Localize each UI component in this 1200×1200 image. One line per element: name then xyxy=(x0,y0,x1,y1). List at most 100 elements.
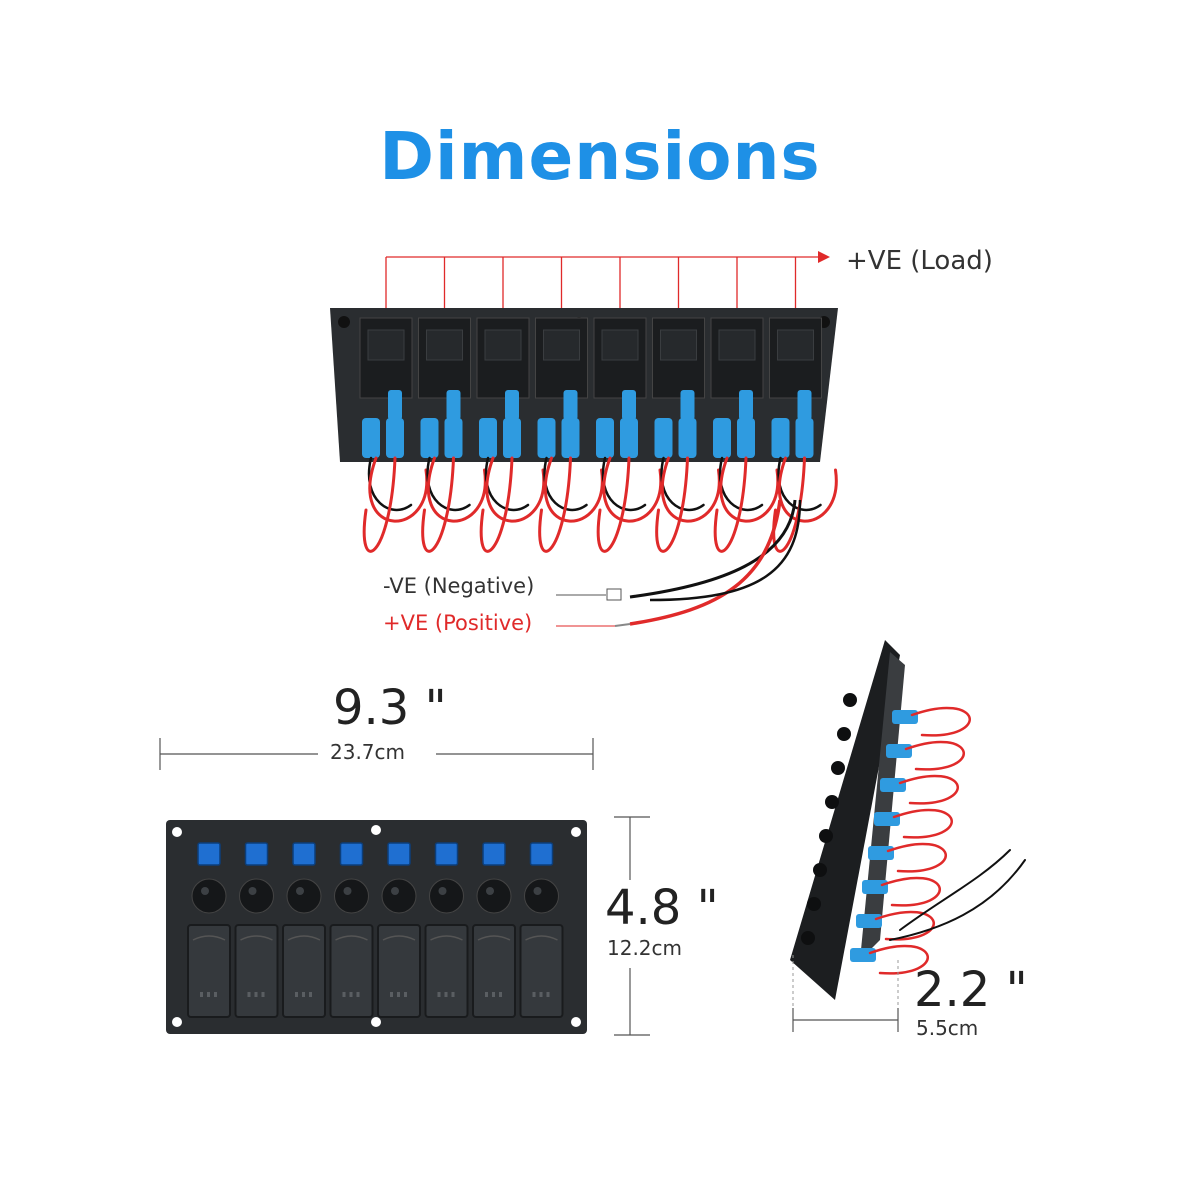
indicator-light xyxy=(529,842,554,866)
rocker-marker xyxy=(342,992,346,997)
knob-highlight xyxy=(533,887,542,895)
breaker-knob xyxy=(807,897,821,911)
circuit-breaker-button xyxy=(286,878,322,914)
circuit-breaker-button xyxy=(429,878,464,914)
rocker-switch xyxy=(472,924,516,1018)
indicator-light xyxy=(244,842,269,866)
breaker-knob xyxy=(819,829,833,843)
terminal-connector xyxy=(537,418,556,458)
negative-lead-wire xyxy=(629,499,797,599)
mount-hole xyxy=(338,316,350,328)
indicator-light xyxy=(434,842,459,866)
knob-highlight xyxy=(438,887,447,895)
rocker-marker xyxy=(437,992,441,997)
rocker-switch xyxy=(234,924,279,1018)
indicator-light xyxy=(339,842,364,866)
knob-highlight xyxy=(201,887,209,895)
width-cm: 23.7cm xyxy=(330,740,406,764)
power-wire xyxy=(426,456,487,523)
terminal-connector xyxy=(795,418,814,458)
terminal-connector xyxy=(739,390,753,420)
power-wire xyxy=(368,456,429,523)
rocker-marker xyxy=(485,992,488,997)
circuit-breaker-button xyxy=(334,878,369,914)
indicator-light xyxy=(292,842,316,866)
ground-wire xyxy=(777,456,822,512)
power-wire xyxy=(904,740,965,771)
rocker-marker xyxy=(254,992,258,997)
switch-contact xyxy=(367,329,405,361)
rocker-marker xyxy=(451,992,455,997)
rocker-contour xyxy=(287,935,321,941)
rocker-marker xyxy=(214,992,217,997)
power-wire xyxy=(719,456,780,523)
power-wire xyxy=(543,456,604,523)
terminal-connector xyxy=(388,390,402,420)
ground-wire xyxy=(367,456,413,512)
positive-lead-wire xyxy=(629,499,782,626)
power-wire xyxy=(602,456,663,523)
rocker-contour xyxy=(240,935,273,941)
circuit-breaker-button xyxy=(191,878,227,914)
terminal-connector xyxy=(886,744,912,758)
ground-wire xyxy=(889,859,1026,941)
terminal-connector xyxy=(503,418,521,458)
power-wire xyxy=(898,774,959,805)
terminal-connector xyxy=(737,418,755,458)
terminal-connector xyxy=(444,418,463,458)
knob-highlight xyxy=(248,887,257,895)
power-wire xyxy=(655,456,689,553)
power-wire xyxy=(713,456,748,553)
rocker-marker xyxy=(349,992,353,997)
power-wire xyxy=(421,456,455,553)
ground-wire xyxy=(899,849,1011,931)
knob-highlight xyxy=(343,887,352,895)
power-wire xyxy=(910,706,971,737)
terminal-connector xyxy=(678,418,697,458)
breaker-knob xyxy=(831,761,845,775)
rocker-marker xyxy=(444,992,448,997)
rocker-contour xyxy=(382,935,416,941)
terminal-connector xyxy=(892,710,918,724)
rocker-contour xyxy=(525,935,558,941)
switch-contact xyxy=(484,329,522,361)
ground-wire xyxy=(718,456,764,512)
rocker-marker xyxy=(247,992,251,997)
breaker-knob xyxy=(813,863,827,877)
power-wire xyxy=(874,910,935,941)
ground-wire xyxy=(484,456,530,512)
rocker-marker xyxy=(309,992,312,997)
power-wire xyxy=(362,456,397,553)
rocker-marker xyxy=(261,992,265,997)
power-wire xyxy=(538,456,572,553)
terminal-connector xyxy=(446,390,461,420)
rocker-switch xyxy=(329,924,374,1018)
terminal-connector xyxy=(622,390,636,420)
depth-inches: 2.2 " xyxy=(914,962,1028,1018)
indicator-light xyxy=(387,842,411,866)
load-arrow-icon xyxy=(818,251,830,263)
rocker-contour xyxy=(192,935,226,941)
rocker-contour xyxy=(430,935,463,941)
circuit-breaker-button xyxy=(381,878,417,914)
terminal-connector xyxy=(771,418,790,458)
front-panel-view xyxy=(159,738,650,1036)
breaker-knob xyxy=(843,693,857,707)
power-wire xyxy=(485,456,546,523)
terminal-connector xyxy=(505,390,519,420)
ground-wire xyxy=(660,456,705,512)
knob-highlight xyxy=(486,887,494,895)
switch-contact xyxy=(718,329,756,361)
switch-contact xyxy=(660,329,697,361)
knob-highlight xyxy=(296,887,304,895)
page-title: Dimensions xyxy=(379,118,821,195)
power-wire xyxy=(479,456,514,553)
ground-wire xyxy=(543,456,588,512)
rocker-marker xyxy=(295,992,298,997)
rocker-switch xyxy=(282,924,326,1018)
rocker-marker xyxy=(492,992,495,997)
depth-cm: 5.5cm xyxy=(916,1016,979,1040)
terminal-connector xyxy=(596,418,614,458)
power-wire xyxy=(868,944,929,975)
height-cm: 12.2cm xyxy=(607,936,683,960)
